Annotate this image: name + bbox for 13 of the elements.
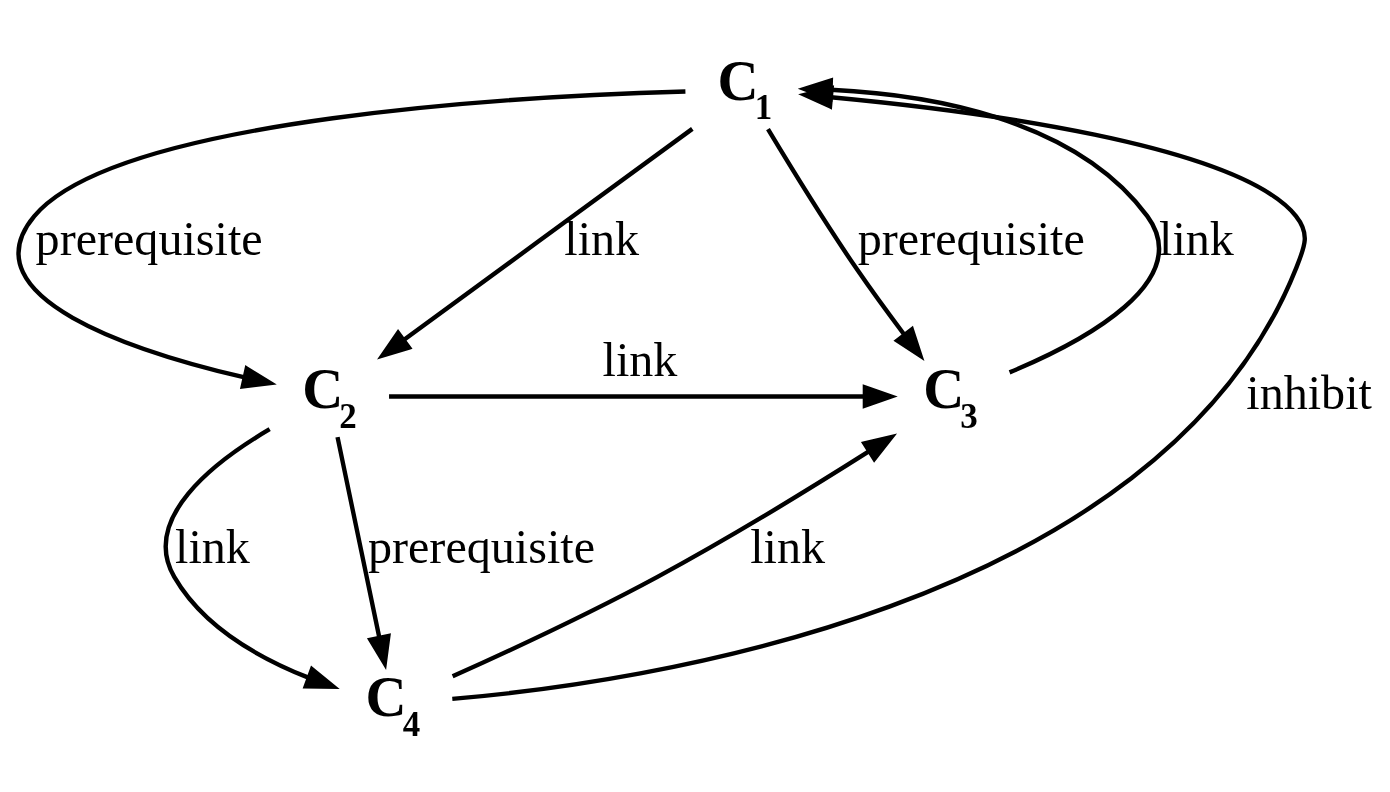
edge-label: prerequisite: [35, 211, 263, 265]
edge-label: prerequisite: [367, 519, 595, 573]
node-text: C$_{3}$: [923, 356, 978, 436]
edge-label: link: [564, 211, 640, 265]
node-text: C$_{2}$: [302, 356, 357, 436]
edge-label: link: [175, 519, 250, 573]
edge-label: link: [1159, 211, 1234, 265]
edge-label: link: [750, 519, 825, 573]
node-text: C$_{1}$: [717, 48, 773, 127]
edge-label: prerequisite: [857, 211, 1085, 265]
edge-label: link: [602, 332, 678, 386]
node-text: C$_{4}$: [365, 664, 421, 744]
edge-label: inhibit: [1246, 365, 1372, 419]
